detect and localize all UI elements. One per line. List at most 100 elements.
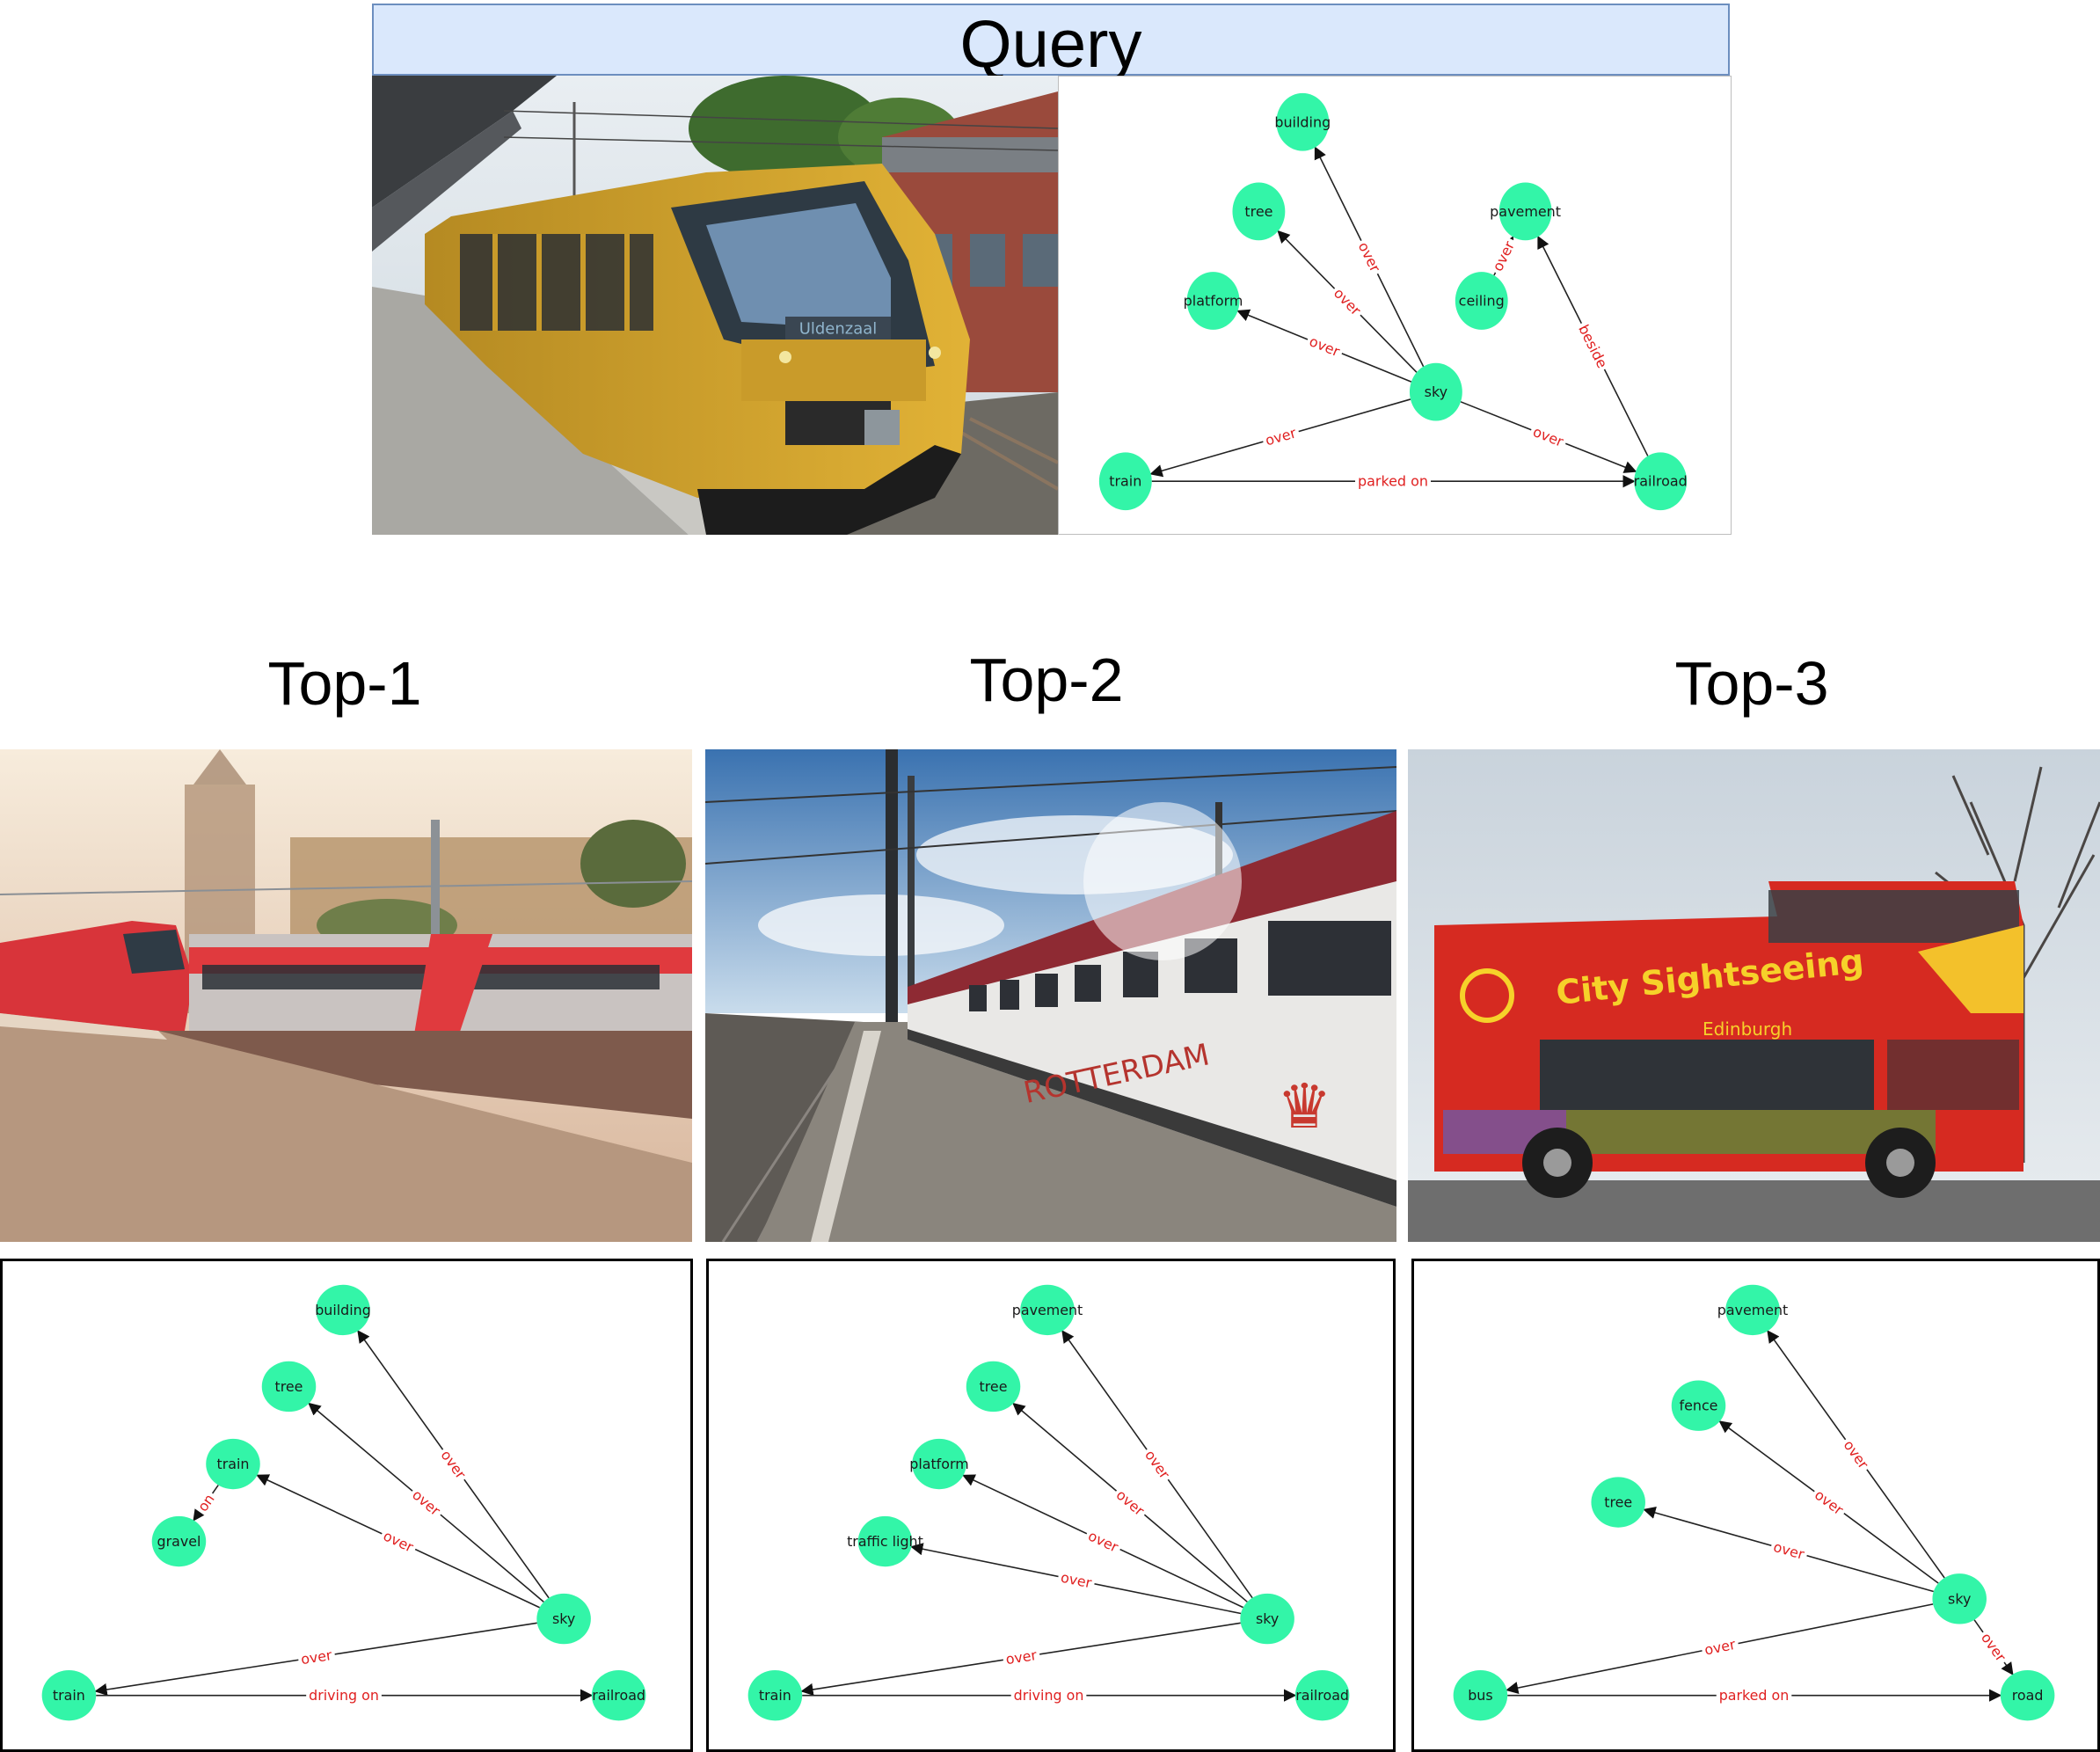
crown-icon: ♛ [1277, 1070, 1332, 1142]
node-circle [2000, 1669, 2055, 1721]
node-railroad: railroad [1634, 452, 1688, 511]
top-2-graph: pavement tree platform traffic light sky trai… [747, 1284, 1350, 1721]
node-label: tree [980, 1378, 1008, 1395]
node-train: train [747, 1669, 803, 1721]
node-train: train [1098, 452, 1152, 511]
node-label: railroad [592, 1687, 645, 1704]
node-circle [1671, 1380, 1726, 1431]
node-fence: fence [1671, 1380, 1726, 1431]
edge-label-background [1328, 281, 1367, 322]
top-2-photo: ROTTERDAM ♛ [705, 749, 1396, 1242]
node-circle [912, 1438, 966, 1490]
node-sky: sky [1932, 1573, 1987, 1624]
node-circle [1240, 1593, 1294, 1645]
edge-label-background [1528, 421, 1570, 453]
node-circle [591, 1669, 646, 1721]
node-label: tree [1244, 203, 1272, 220]
edge-label-background [1110, 1484, 1151, 1522]
edge-label-background [1353, 236, 1386, 278]
node-circle [1725, 1284, 1780, 1336]
node-sky: sky [1240, 1593, 1294, 1645]
node-train-a: train [206, 1438, 260, 1490]
node-circle [747, 1669, 803, 1721]
node-label: train [1109, 473, 1141, 490]
edge-label: parked on [1358, 473, 1428, 490]
node-label: platform [1184, 293, 1243, 310]
node-railroad: railroad [1294, 1669, 1350, 1721]
edge-label-background [1572, 318, 1613, 374]
node-railroad: railroad [591, 1669, 646, 1721]
edge-label: beside [1575, 322, 1611, 370]
node-circle [1591, 1477, 1645, 1528]
top-3-photo: City Sightseeing Edinburgh [1408, 749, 2100, 1242]
node-circle [1232, 182, 1286, 241]
edge-label-background [1838, 1434, 1875, 1475]
edge-label-background [1808, 1484, 1850, 1522]
node-label: tree [1604, 1494, 1632, 1511]
query-title: Query [959, 7, 1142, 82]
node-circle [261, 1361, 317, 1413]
node-label: pavement [1012, 1302, 1083, 1318]
node-tree: tree [1232, 182, 1286, 241]
node-circle [857, 1515, 913, 1567]
node-circle [1409, 362, 1462, 421]
edge-label-background [1700, 1634, 1740, 1661]
query-header: Query [372, 4, 1730, 82]
node-label: train [217, 1456, 250, 1472]
node-label: sky [1425, 383, 1447, 400]
node-platform: platform [909, 1438, 969, 1490]
top-3-title: Top-3 [1674, 649, 1829, 718]
node-tree: tree [1591, 1477, 1645, 1528]
node-label: sky [552, 1610, 575, 1627]
top-1-title: Top-1 [267, 649, 422, 718]
node-train-b: train [41, 1669, 97, 1721]
edge-label-background [1487, 235, 1520, 277]
node-tree: tree [966, 1361, 1021, 1413]
node-label: train [759, 1687, 791, 1704]
edge-label-background [1716, 1686, 1792, 1705]
node-label: gravel [157, 1533, 201, 1550]
edge-label-background [296, 1645, 337, 1669]
edge-label: on [194, 1491, 218, 1515]
node-label: platform [909, 1456, 968, 1472]
edge-label-background [406, 1484, 447, 1522]
edge-label-background [1010, 1686, 1087, 1705]
edge-label-background [1002, 1645, 1041, 1669]
node-label: building [1274, 113, 1331, 130]
edge-label: over [1772, 1538, 1807, 1563]
node-tree: tree [261, 1361, 317, 1413]
node-circle [151, 1515, 207, 1567]
node-label: bus [1468, 1687, 1492, 1704]
edge-label-background [1355, 471, 1431, 491]
node-circle [1453, 1669, 1508, 1721]
node-label: road [2012, 1687, 2044, 1704]
edge-label-background [377, 1525, 419, 1559]
node-label: pavement [1717, 1302, 1788, 1318]
node-circle [1932, 1573, 1987, 1624]
node-circle [316, 1284, 370, 1336]
edge-label-background [1260, 422, 1302, 451]
query-photo: Uldenzaal [372, 76, 1058, 535]
node-pavement: pavement [1717, 1284, 1788, 1336]
edge-label-background [1083, 1525, 1125, 1559]
node-circle [1294, 1669, 1350, 1721]
node-pavement: pavement [1012, 1284, 1083, 1336]
node-label: railroad [1295, 1687, 1349, 1704]
node-traffic-light: traffic light [847, 1515, 923, 1567]
node-sky: sky [536, 1593, 591, 1645]
node-pavement: pavement [1490, 182, 1561, 241]
node-circle [1020, 1284, 1075, 1336]
edge-label-background [1139, 1444, 1176, 1486]
node-label: tree [275, 1378, 303, 1395]
node-circle [536, 1593, 591, 1645]
edge-label: over [1060, 1569, 1094, 1592]
edge-label-background [192, 1488, 221, 1518]
top-2-title: Top-2 [969, 646, 1124, 714]
node-circle [41, 1669, 97, 1721]
node-label: pavement [1490, 203, 1561, 220]
node-building: building [1274, 92, 1331, 151]
